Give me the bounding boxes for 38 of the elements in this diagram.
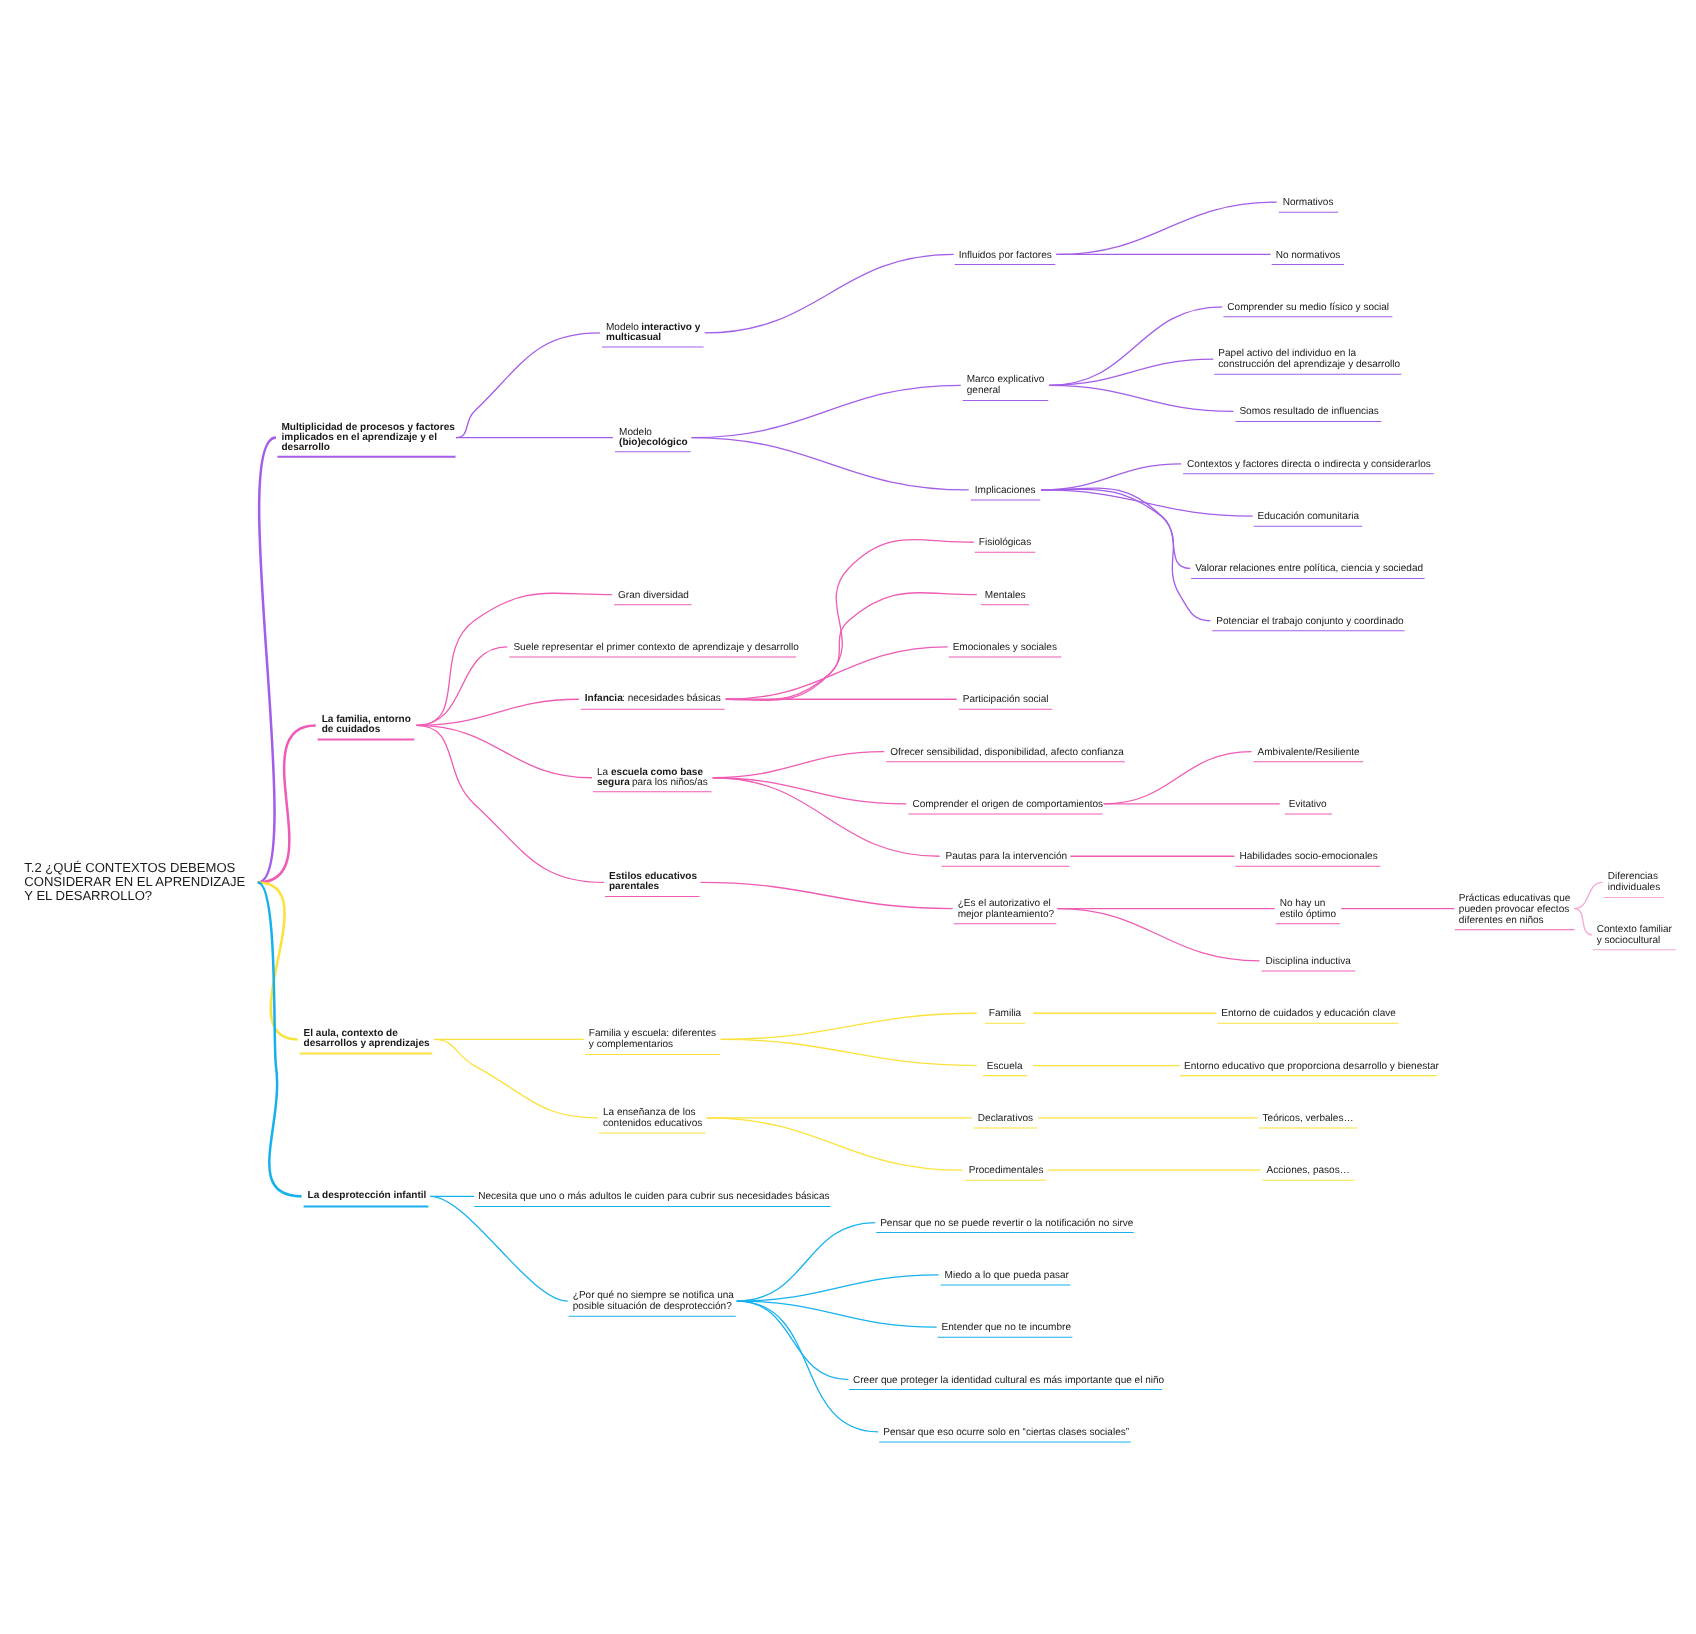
connector xyxy=(1055,201,1278,256)
connector xyxy=(1340,907,1455,910)
connector xyxy=(1048,306,1223,386)
connector xyxy=(1573,881,1604,910)
connector xyxy=(725,539,975,701)
connector xyxy=(725,592,978,701)
connector xyxy=(1055,253,1272,256)
connector xyxy=(720,1038,978,1067)
connector xyxy=(415,592,613,727)
connector xyxy=(455,436,614,439)
connector xyxy=(1032,1064,1181,1067)
connector xyxy=(705,1117,964,1171)
connector xyxy=(725,646,949,700)
connector xyxy=(736,1300,879,1433)
connector xyxy=(256,436,277,884)
connector xyxy=(257,724,316,884)
connector xyxy=(415,724,605,884)
connector xyxy=(1102,803,1281,805)
connector xyxy=(455,332,601,439)
connector xyxy=(1032,1012,1217,1014)
connector xyxy=(725,698,958,700)
connector xyxy=(1056,907,1261,962)
connector xyxy=(257,881,298,1041)
connector xyxy=(1069,855,1236,857)
connector xyxy=(1048,384,1235,413)
connector xyxy=(1037,1117,1259,1119)
connector xyxy=(690,436,970,491)
connector xyxy=(433,1038,599,1119)
connector xyxy=(429,1195,569,1302)
connector xyxy=(415,646,508,727)
connector xyxy=(703,253,955,334)
connector xyxy=(1046,1169,1262,1171)
connector xyxy=(712,777,941,857)
connector xyxy=(1040,487,1211,622)
connector xyxy=(699,881,954,910)
connector xyxy=(257,881,302,1198)
connector xyxy=(1573,907,1593,936)
connector xyxy=(736,1300,938,1328)
